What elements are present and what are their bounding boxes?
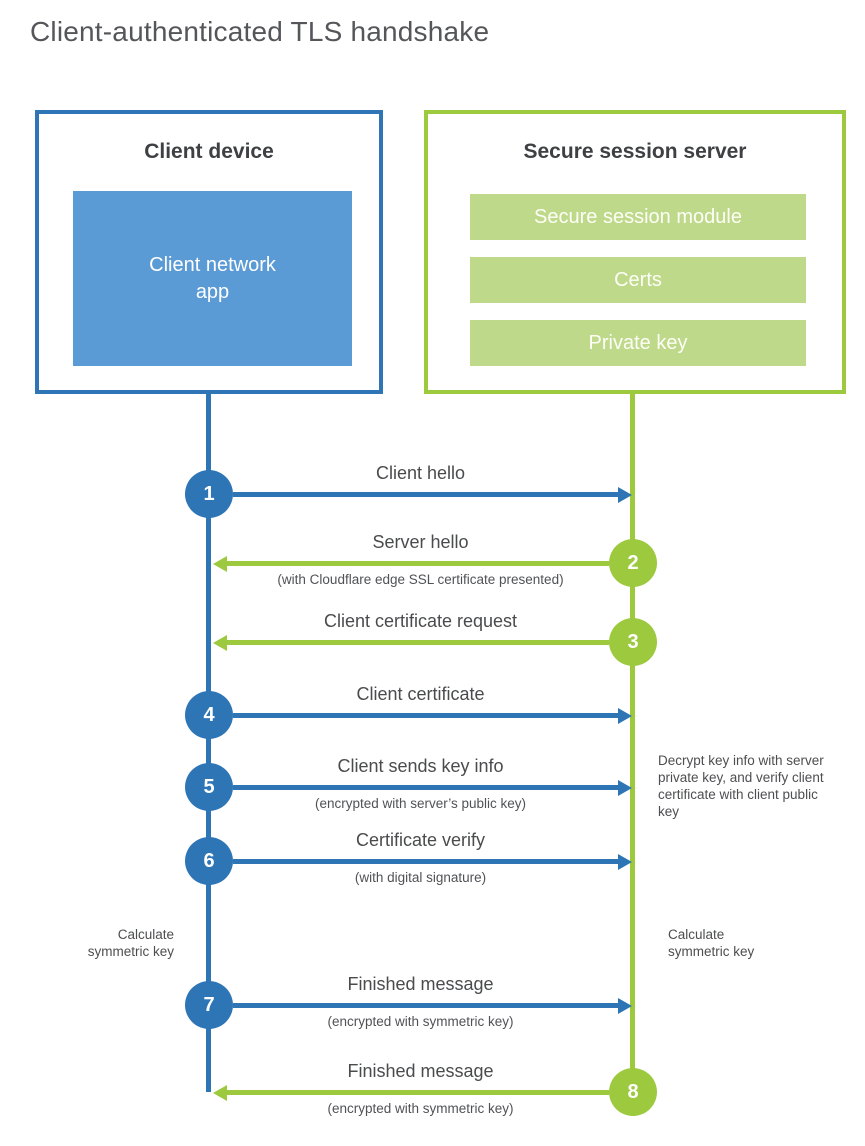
step-2-label: Server hello: [372, 532, 469, 552]
step-1-circle: 1: [185, 470, 233, 518]
decrypt-key-note: Decrypt key info with server private key…: [658, 753, 824, 819]
client-lifeline: [206, 392, 211, 1092]
server-lifeline: [630, 392, 635, 1094]
step-2-circle: 2: [609, 539, 657, 587]
step-7-label: Finished message: [347, 974, 494, 994]
step-7-arrow-right-icon: [233, 1003, 619, 1008]
step-2-arrow-left-icon: [226, 561, 609, 566]
client-network-app-label: Client network app: [149, 253, 276, 303]
server-module-bar: Certs: [470, 257, 806, 303]
server-module-bar: Secure session module: [470, 194, 806, 240]
page-title: Client-authenticated TLS handshake: [30, 16, 490, 47]
step-6-label: Certificate verify: [355, 830, 486, 850]
step-6-sublabel: (with digital signature): [354, 870, 487, 885]
step-6-arrow-right-icon: [233, 859, 619, 864]
step-1-arrow-right-icon: [233, 492, 619, 497]
step-8-sublabel: (encrypted with symmetric key): [327, 1101, 514, 1116]
step-7-sublabel: (encrypted with symmetric key): [327, 1014, 514, 1029]
step-4-circle: 4: [185, 691, 233, 739]
step-7-circle: 7: [185, 981, 233, 1029]
step-5-sublabel: (encrypted with server’s public key): [314, 796, 527, 811]
step-8-circle: 8: [609, 1068, 657, 1116]
secure-session-server-box: Secure session server Secure session mod…: [424, 110, 846, 394]
secure-session-module-label: Secure session module: [534, 205, 742, 228]
certs-label: Certs: [614, 268, 662, 291]
client-device-title: Client device: [144, 140, 274, 163]
calculate-symmetric-key-note-client: Calculate symmetric key: [87, 927, 174, 959]
step-3-circle: 3: [609, 618, 657, 666]
step-3-arrow-left-icon: [226, 640, 609, 645]
client-network-app-box: Client network app: [73, 191, 352, 366]
step-2-sublabel: (with Cloudflare edge SSL certificate pr…: [277, 572, 564, 587]
step-5-circle: 5: [185, 763, 233, 811]
step-6-circle: 6: [185, 837, 233, 885]
step-5-label: Client sends key info: [337, 756, 504, 776]
step-4-arrow-right-icon: [233, 713, 619, 718]
private-key-label: Private key: [588, 331, 688, 354]
step-8-label: Finished message: [347, 1061, 494, 1081]
client-device-box: Client device Client network app: [35, 110, 383, 394]
step-8-arrow-left-icon: [226, 1090, 609, 1095]
step-3-label: Client certificate request: [323, 611, 518, 631]
calculate-symmetric-key-note-server: Calculate symmetric key: [668, 927, 755, 959]
step-5-arrow-right-icon: [233, 785, 619, 790]
secure-session-server-title: Secure session server: [523, 140, 747, 163]
server-module-bar: Private key: [470, 320, 806, 366]
step-1-label: Client hello: [375, 463, 466, 483]
step-4-label: Client certificate: [356, 684, 485, 704]
